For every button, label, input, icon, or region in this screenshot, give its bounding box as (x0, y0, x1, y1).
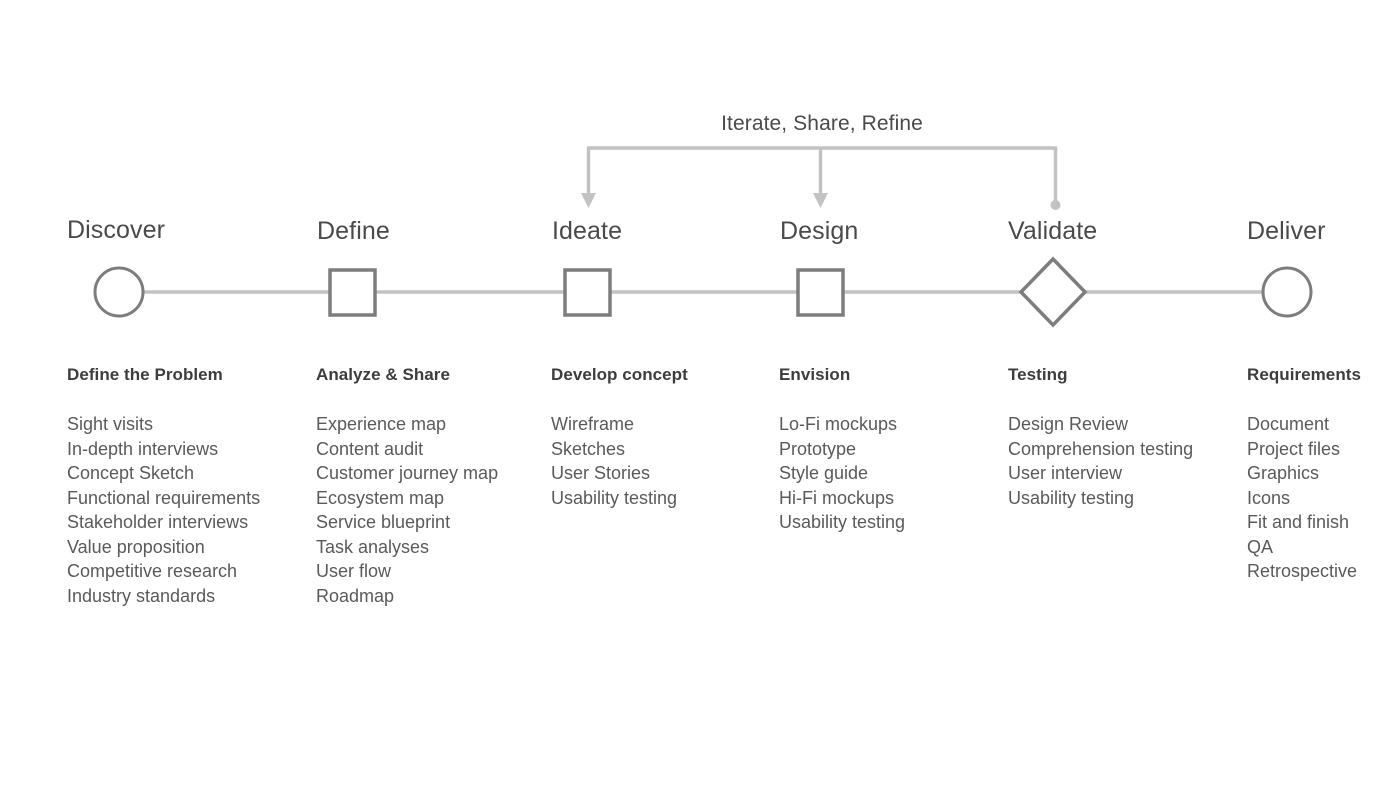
list-item: In-depth interviews (67, 438, 219, 459)
list-item: Sketches (551, 438, 626, 459)
list-item: Roadmap (316, 585, 395, 606)
node-shape-validate-diamond-icon[interactable] (1018, 256, 1088, 328)
list-item: Stakeholder interviews (67, 512, 249, 532)
iterate-loop-bracket (581, 146, 1061, 210)
list-item: Document (1247, 414, 1330, 434)
list-item: Design Review (1008, 414, 1129, 434)
list-item: Prototype (779, 438, 857, 459)
list-item: User interview (1008, 463, 1123, 483)
list-item: Functional requirements (67, 487, 261, 508)
column-heading: Analyze & Share (316, 365, 450, 384)
list-item: Style guide (779, 463, 869, 483)
list-item: Customer journey map (316, 463, 499, 483)
list-item: Usability testing (551, 487, 678, 508)
list-item: Ecosystem map (316, 487, 445, 508)
node-shape-ideate-square-icon[interactable] (563, 268, 612, 317)
node-shape-discover-circle-icon[interactable] (93, 266, 145, 318)
node-shape-design-square-icon[interactable] (796, 268, 845, 317)
list-item: Task analyses (316, 536, 430, 557)
list-item: Industry standards (67, 585, 216, 606)
list-item: QA (1247, 536, 1274, 557)
loop-source-dot-icon (1050, 200, 1061, 210)
list-item: Fit and finish (1247, 512, 1350, 532)
list-item: Hi-Fi mockups (779, 487, 895, 508)
stage-label-deliver[interactable]: Deliver (1247, 217, 1326, 245)
column-heading: Requirements (1247, 365, 1361, 384)
list-item: Wireframe (551, 414, 635, 434)
connector-layer (93, 146, 1313, 328)
list-item: Experience map (316, 414, 447, 434)
list-item: Project files (1247, 438, 1341, 459)
list-item: Graphics (1247, 463, 1320, 483)
stage-label-design[interactable]: Design (780, 217, 859, 245)
list-item: Usability testing (779, 512, 906, 532)
list-item: Value proposition (67, 536, 205, 557)
arrowhead-design-icon (813, 193, 828, 208)
column-heading: Testing (1008, 365, 1068, 384)
list-item: Icons (1247, 487, 1291, 508)
list-item: Content audit (316, 438, 424, 459)
stage-label-ideate[interactable]: Ideate (552, 217, 623, 245)
list-item: Service blueprint (316, 512, 451, 532)
iterate-loop-label: Iterate, Share, Refine (721, 112, 923, 135)
list-item: Competitive research (67, 561, 238, 581)
list-item: Sight visits (67, 414, 154, 434)
column-heading: Define the Problem (67, 365, 223, 384)
list-item: User Stories (551, 463, 651, 483)
node-shape-define-square-icon[interactable] (328, 268, 377, 317)
list-item: Usability testing (1008, 487, 1135, 508)
list-item: Retrospective (1247, 561, 1358, 581)
node-shape-deliver-circle-icon[interactable] (1261, 266, 1313, 318)
column-heading: Envision (779, 365, 851, 384)
stage-label-discover[interactable]: Discover (67, 216, 166, 244)
list-item: User flow (316, 561, 392, 581)
stage-label-define[interactable]: Define (317, 217, 390, 245)
list-item: Concept Sketch (67, 463, 195, 483)
list-item: Comprehension testing (1008, 438, 1194, 459)
timeline-nodes (93, 256, 1313, 328)
list-item: Lo-Fi mockups (779, 414, 898, 434)
arrowhead-ideate-icon (581, 193, 596, 208)
column-heading: Develop concept (551, 365, 688, 384)
stage-label-validate[interactable]: Validate (1008, 217, 1098, 245)
